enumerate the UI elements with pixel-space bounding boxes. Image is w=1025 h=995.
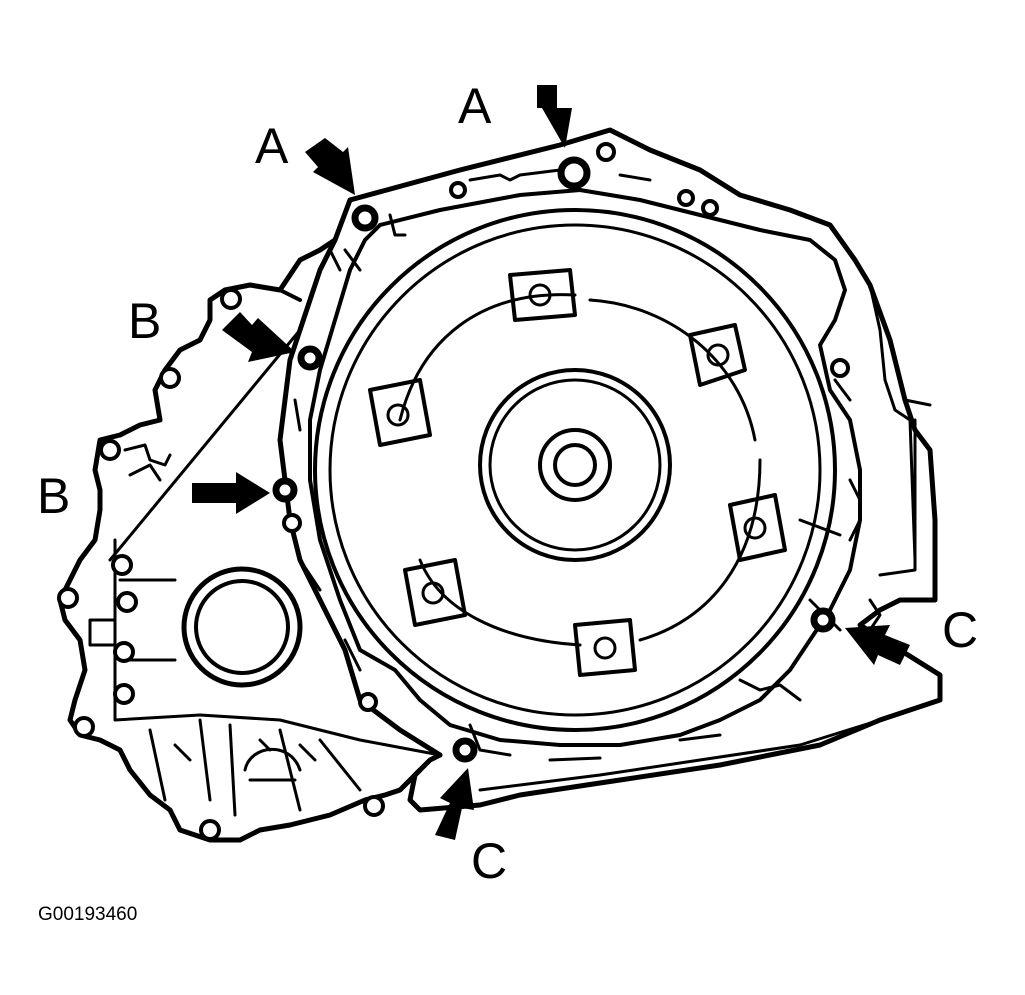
axle-seal xyxy=(181,566,303,688)
inner-flange xyxy=(293,168,862,762)
label-b-lower: B xyxy=(37,468,70,524)
label-a-top: A xyxy=(458,78,492,134)
arrow-a-top xyxy=(537,85,572,148)
arrow-b-lower xyxy=(192,472,270,514)
lug-top xyxy=(508,268,577,322)
pointer-arrows xyxy=(192,85,910,840)
mounting-holes xyxy=(57,142,850,841)
bolt-a-top xyxy=(557,156,591,190)
lug-right xyxy=(728,493,787,562)
figure-id: G00193460 xyxy=(38,904,137,925)
arrow-b-upper xyxy=(222,312,295,362)
bolt-c-right xyxy=(810,607,836,633)
bolt-b-lower xyxy=(272,477,298,503)
indicated-bolts xyxy=(272,156,836,763)
lug-left xyxy=(368,378,432,447)
bolt-b-upper xyxy=(297,345,323,371)
label-c-right: C xyxy=(942,602,978,658)
left-case-outline xyxy=(57,237,442,843)
label-b-upper: B xyxy=(128,293,161,349)
torque-converter xyxy=(313,208,837,732)
callout-labels: A A B B C C xyxy=(37,78,978,889)
arrow-c-right xyxy=(845,625,910,665)
lug-lower-left xyxy=(403,558,467,627)
drive-plate-lugs xyxy=(368,268,787,677)
lug-upper-right xyxy=(688,323,747,387)
arrow-c-bottom xyxy=(435,768,474,840)
label-c-bottom: C xyxy=(471,833,507,889)
label-a-left: A xyxy=(255,118,289,174)
bolt-a-left xyxy=(351,204,379,232)
bolt-c-bottom xyxy=(452,737,478,763)
lug-bottom xyxy=(573,618,637,677)
arrow-a-left xyxy=(305,138,355,195)
